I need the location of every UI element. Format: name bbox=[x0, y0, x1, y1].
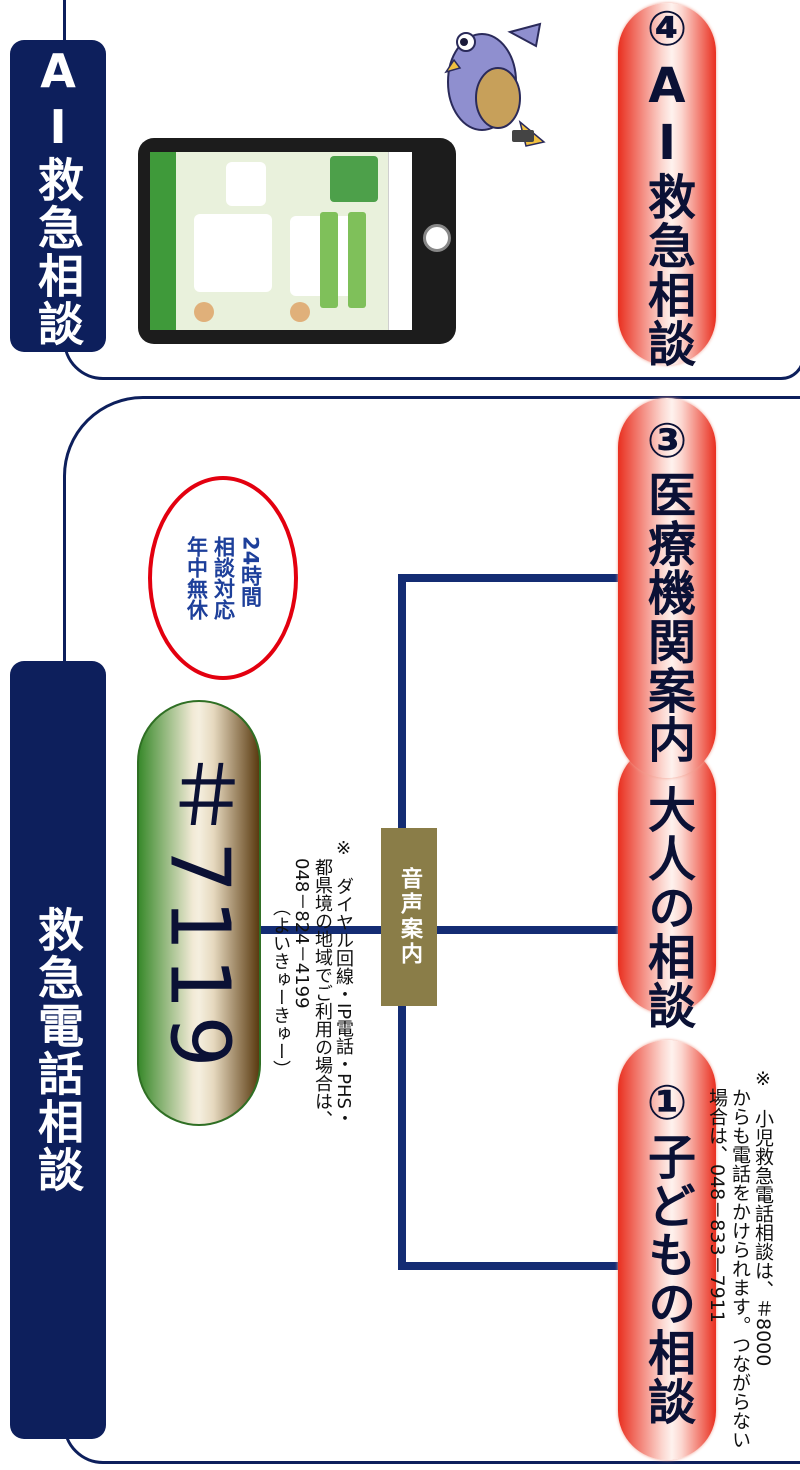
badge-line-open: 年中無休 bbox=[184, 536, 209, 620]
voice-guide-label: 音声案内 bbox=[397, 867, 422, 967]
voice-guide-box: 音声案内 bbox=[381, 828, 437, 1006]
number-7119-pill: ＃7119 bbox=[137, 700, 261, 1126]
connector-trunk bbox=[258, 926, 622, 934]
ai-consult-title: AI救急相談 bbox=[31, 44, 85, 348]
phone-consult-title: 救急電話相談 bbox=[31, 906, 85, 1194]
child-note-line: 場合は、048－833－7911 bbox=[706, 1088, 728, 1323]
badge-line-consult: 相談対応 bbox=[211, 536, 236, 620]
option-adult-label: ②大人の相談 bbox=[639, 728, 695, 1030]
dial-note-number: 048－824－4199 bbox=[291, 858, 312, 1009]
option-medical-guide: ③医療機関案内 bbox=[618, 398, 716, 778]
home-button-icon bbox=[423, 224, 451, 252]
bird-mascot-icon bbox=[444, 22, 546, 147]
dial-note-reading: （よいきゅーきゅー） bbox=[270, 898, 291, 1078]
connector-spine-lower bbox=[398, 1006, 406, 1270]
option-ai-consult-label: ④AI救急相談 bbox=[639, 0, 695, 368]
dial-note-line: ※ ダイヤル回線・IP電話・PHS・ bbox=[333, 838, 354, 1127]
dial-note-line: 都県境の地域でご利用の場合は、 bbox=[312, 858, 333, 1128]
option-child-label: ①子どもの相談 bbox=[639, 1074, 695, 1426]
chat-screen bbox=[150, 152, 412, 330]
option-adult-consult: ②大人の相談 bbox=[618, 728, 716, 1030]
dial-line-note: ※ ダイヤル回線・IP電話・PHS・ 都県境の地域でご利用の場合は、 048－8… bbox=[270, 838, 354, 1168]
ai-consult-tab: AI救急相談 bbox=[10, 40, 106, 352]
child-consult-note: ※ 小児救急電話相談は、＃8000 からも電話をかけられます。つながらない 場合… bbox=[705, 1068, 774, 1460]
phone-consult-tab: 救急電話相談 bbox=[10, 661, 106, 1439]
badge-line-24h: 24時間 bbox=[238, 536, 263, 608]
connector-branch-medical bbox=[398, 574, 620, 582]
availability-badge: 24時間 相談対応 年中無休 bbox=[148, 476, 298, 680]
smartphone-icon bbox=[138, 138, 456, 344]
option-ai-consult: ④AI救急相談 bbox=[618, 0, 716, 368]
child-note-line: からも電話をかけられます。つながらない bbox=[729, 1088, 751, 1449]
option-child-consult: ①子どもの相談 bbox=[618, 1040, 716, 1460]
child-note-line: ※ 小児救急電話相談は、＃8000 bbox=[752, 1068, 774, 1367]
connector-spine-upper bbox=[398, 574, 406, 828]
connector-branch-child bbox=[398, 1262, 620, 1270]
option-medical-label: ③医療機関案内 bbox=[639, 412, 695, 764]
phone-number: ＃7119 bbox=[151, 752, 247, 1074]
